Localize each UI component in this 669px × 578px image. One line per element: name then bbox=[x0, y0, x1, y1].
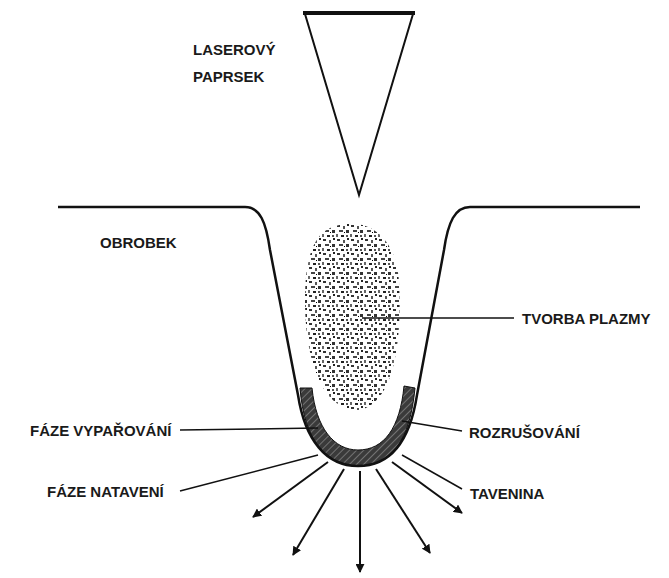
melting-label: FÁZE NATAVENÍ bbox=[47, 482, 164, 501]
plasma-cloud bbox=[305, 223, 400, 410]
melt-label: TAVENINA bbox=[470, 484, 544, 503]
plasma-label: TVORBA PLAZMY bbox=[522, 309, 651, 328]
label-text: OBROBEK bbox=[100, 234, 177, 251]
label-text: FÁZE NATAVENÍ bbox=[47, 483, 164, 500]
label-text: FÁZE VYPAŘOVÁNÍ bbox=[30, 422, 171, 439]
label-text: TVORBA PLAZMY bbox=[522, 310, 651, 327]
label-text: ROZRUŠOVÁNÍ bbox=[469, 424, 580, 441]
label-text: TAVENINA bbox=[470, 485, 544, 502]
heat-flow-arrows bbox=[253, 462, 462, 572]
melt-layer bbox=[300, 386, 415, 466]
beam-label: LASEROVÝ PAPRSEK bbox=[193, 36, 293, 90]
vaporisation-label: FÁZE VYPAŘOVÁNÍ bbox=[30, 421, 171, 440]
disruption-label: ROZRUŠOVÁNÍ bbox=[469, 423, 580, 442]
label-text: LASEROVÝ PAPRSEK bbox=[193, 41, 276, 85]
laser-head bbox=[303, 11, 415, 15]
laser-beam bbox=[305, 14, 413, 195]
leader-lines bbox=[180, 318, 514, 491]
workpiece-label: OBROBEK bbox=[100, 233, 177, 252]
